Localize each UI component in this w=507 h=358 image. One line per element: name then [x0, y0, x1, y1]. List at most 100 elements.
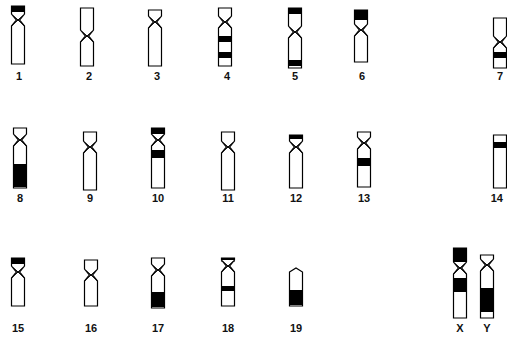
- centromere: [14, 134, 27, 140]
- centromere: [222, 141, 235, 147]
- centromere: [222, 260, 235, 266]
- chromosome-number: 15: [12, 323, 24, 334]
- centromere: [85, 269, 98, 275]
- chromosome-outline: [149, 10, 162, 66]
- chromosome-outline: [85, 260, 98, 306]
- centromere: [454, 262, 467, 268]
- centromere: [12, 266, 25, 272]
- centromere: [222, 141, 235, 153]
- centromere: [85, 269, 98, 281]
- chromosome-number: 4: [224, 71, 230, 82]
- centromere: [84, 141, 97, 153]
- centromere: [149, 16, 162, 22]
- dark-band: [12, 258, 25, 264]
- dark-band: [494, 52, 507, 58]
- centromere: [152, 134, 165, 146]
- chromosome-number: 6: [359, 71, 365, 82]
- chromosome-number: 9: [87, 193, 93, 204]
- centromere: [355, 24, 368, 36]
- chromosome-number: 1: [16, 71, 22, 82]
- centromere: [12, 14, 25, 20]
- dark-band: [481, 288, 494, 312]
- centromere: [219, 16, 232, 28]
- centromere: [81, 30, 94, 36]
- centromere: [481, 259, 494, 271]
- chromosome-outline: [152, 258, 165, 308]
- centromere: [219, 16, 232, 28]
- chromosome-number: Y: [483, 323, 490, 334]
- centromere: [14, 134, 27, 146]
- chromosome-number: 18: [222, 323, 234, 334]
- chromosome-outline: [289, 8, 302, 68]
- centromere: [12, 266, 25, 278]
- dark-band: [219, 36, 232, 42]
- chromosome-outline: [358, 132, 371, 187]
- centromere: [149, 16, 162, 28]
- centromere: [454, 262, 467, 274]
- centromere: [149, 16, 162, 28]
- chromosome-number: 7: [497, 71, 503, 82]
- chromosome-outline: [222, 258, 235, 306]
- centromere: [494, 36, 507, 42]
- chromosome-number: 12: [290, 193, 302, 204]
- chromosome-number: 11: [222, 193, 234, 204]
- dark-band: [289, 60, 302, 66]
- chromosome-outline: [494, 18, 507, 68]
- chromosome-outline: [290, 135, 303, 188]
- chromosome-outline: [152, 128, 165, 188]
- dark-band: [152, 128, 165, 134]
- dark-band: [494, 142, 507, 148]
- chromosome-outline: [14, 128, 27, 188]
- centromere: [85, 269, 98, 281]
- centromere: [219, 16, 232, 22]
- centromere: [152, 134, 165, 140]
- chromosome-number: 8: [17, 193, 23, 204]
- dark-band: [152, 150, 165, 158]
- dark-band: [152, 292, 165, 307]
- chromosome-number: X: [456, 323, 463, 334]
- centromere: [152, 134, 165, 146]
- centromere: [358, 137, 371, 149]
- dark-band: [454, 248, 467, 262]
- centromere: [222, 260, 235, 272]
- chromosome-number: 3: [154, 71, 160, 82]
- dark-band: [289, 8, 302, 14]
- chromosome-outline: [81, 8, 94, 66]
- centromere: [290, 141, 303, 153]
- chromosome-outline: [454, 248, 467, 318]
- centromere: [481, 259, 494, 265]
- chromosome-outline: [290, 268, 303, 306]
- centromere: [454, 262, 467, 274]
- centromere: [289, 26, 302, 38]
- centromere: [289, 26, 302, 38]
- centromere: [358, 137, 371, 149]
- centromere: [14, 134, 27, 146]
- dark-band: [355, 10, 368, 20]
- centromere: [81, 30, 94, 42]
- chromosome-outline: [12, 6, 25, 64]
- chromosome-number: 10: [152, 193, 164, 204]
- centromere: [12, 266, 25, 278]
- centromere: [355, 24, 368, 30]
- centromere: [289, 26, 302, 32]
- centromere: [84, 141, 97, 147]
- chromosome-outline: [12, 258, 25, 306]
- chromosome-number: 19: [290, 323, 302, 334]
- chromosome-outline: [494, 135, 507, 188]
- centromere: [222, 260, 235, 272]
- chromosome-number: 16: [85, 323, 97, 334]
- centromere: [12, 14, 25, 26]
- dark-band: [222, 286, 235, 291]
- centromere: [494, 36, 507, 48]
- chromosome-outline: [222, 132, 235, 190]
- centromere: [152, 264, 165, 276]
- centromere: [81, 30, 94, 42]
- chromosome-outline: [84, 132, 97, 190]
- centromere: [152, 264, 165, 270]
- dark-band: [12, 6, 25, 12]
- centromere: [481, 259, 494, 271]
- centromere: [290, 141, 303, 147]
- chromosome-outline: [219, 8, 232, 66]
- centromere: [358, 137, 371, 143]
- dark-band: [14, 164, 27, 187]
